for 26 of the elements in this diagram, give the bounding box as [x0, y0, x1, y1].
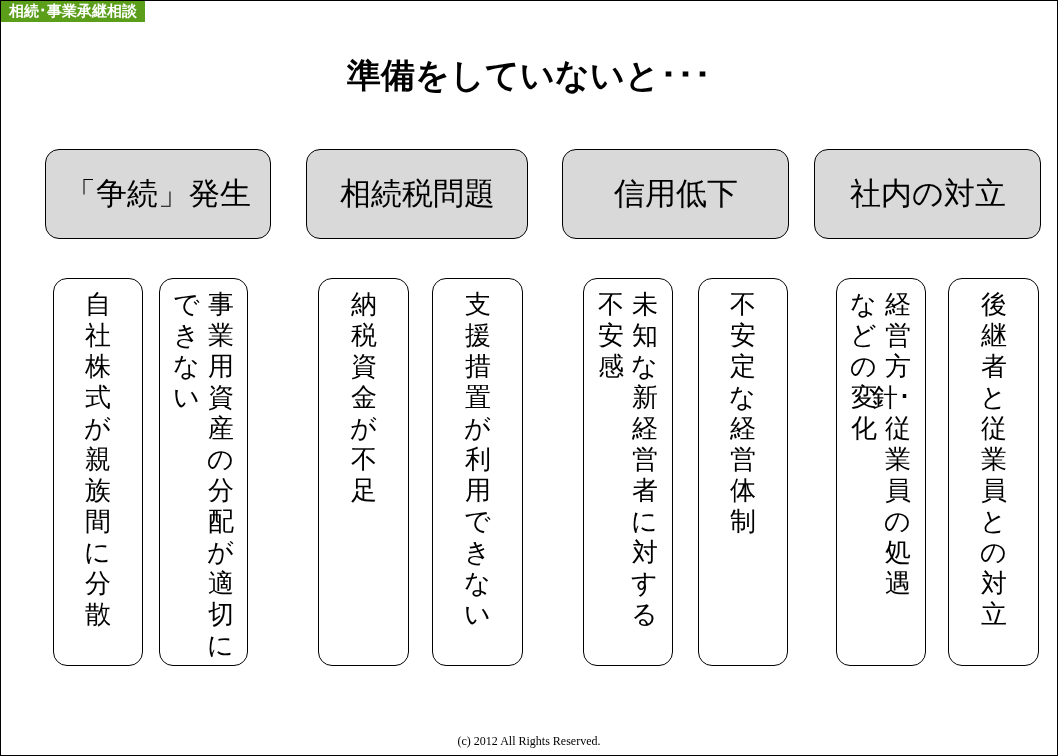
vertical-text: 納税資金が不足 — [350, 289, 377, 507]
item-box — [53, 278, 143, 666]
title: 準備をしていないと･･･ — [346, 54, 712, 97]
heading-box — [306, 149, 528, 239]
heading-box — [562, 149, 789, 239]
item-box — [318, 278, 409, 666]
vertical-text: 未知な新経営者に対する不安感 — [598, 289, 658, 630]
vertical-text: 事業用資産の分配が適切にできない — [173, 289, 234, 661]
copyright-text: (c) 2012 All Rights Reserved. — [456, 734, 602, 749]
item-box — [948, 278, 1039, 666]
heading-text: 社内の対立 — [849, 174, 1006, 213]
heading-text: 相続税問題 — [339, 174, 495, 213]
header-tag: 相続･事業承継相談 — [1, 1, 145, 22]
heading-box — [814, 149, 1041, 239]
item-box — [432, 278, 523, 666]
heading-text: 信用低下 — [613, 174, 738, 213]
item-box — [836, 278, 926, 666]
vertical-text: 支援措置が利用できない — [464, 289, 491, 631]
item-box — [698, 278, 788, 666]
vertical-text: 後継者と従業員との対立 — [980, 289, 1007, 631]
item-box — [159, 278, 248, 666]
heading-text: 「争続」発生 — [65, 174, 251, 213]
vertical-text: 自社株式が親族間に分散 — [85, 289, 111, 631]
heading-box — [45, 149, 271, 239]
vertical-text: 不安定な経営体制 — [730, 289, 756, 538]
item-box — [583, 278, 673, 666]
